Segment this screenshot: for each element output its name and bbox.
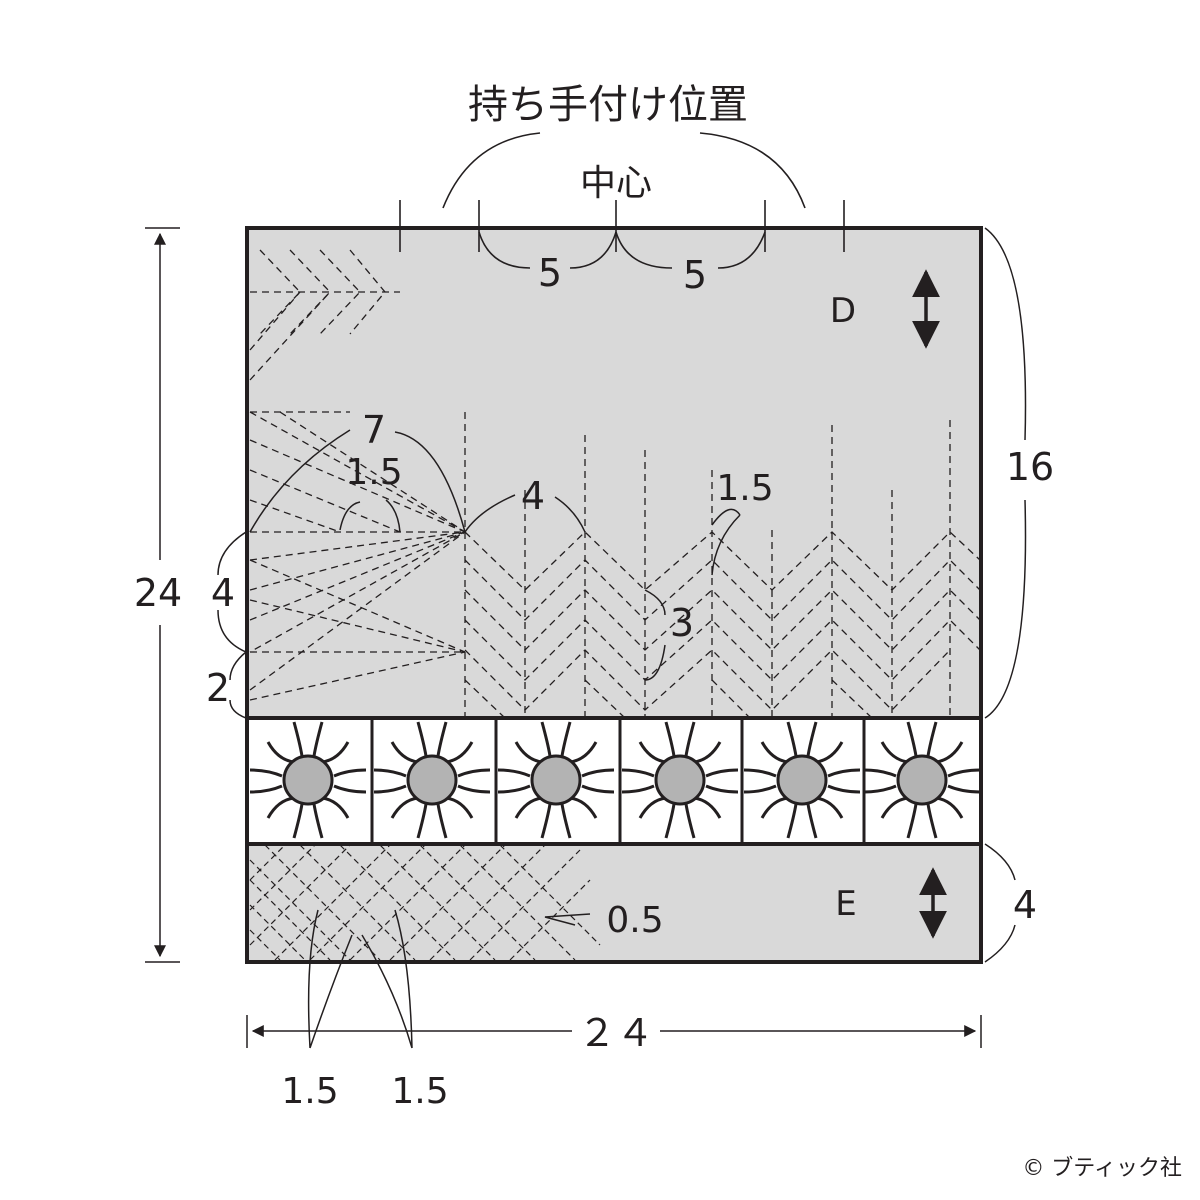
stripe-spacing-label: 1.5 — [716, 468, 773, 509]
cross-gap-label: 0.5 — [606, 900, 663, 941]
center-label: 中心 — [580, 163, 652, 204]
flower-motif — [497, 721, 615, 839]
chevron-width-label: 7 — [362, 408, 386, 452]
chevron-spacing-label: 1.5 — [345, 452, 402, 493]
flower-motifs — [249, 721, 981, 839]
handle-position-title: 持ち手付け位置 — [468, 82, 748, 128]
flower-motif — [743, 721, 861, 839]
total-height-label: 24 — [134, 571, 182, 615]
chevron-offset-label: 2 — [206, 666, 230, 710]
stripe-width-label: 4 — [521, 474, 545, 518]
lower-height-label: 4 — [1013, 883, 1037, 927]
panel-e-label: E — [835, 884, 856, 924]
cross-spacing-label-a: 1.5 — [281, 1071, 338, 1112]
handle-dim-right: 5 — [683, 253, 707, 297]
total-width-label: ２４ — [578, 1011, 654, 1055]
flower-motif — [249, 721, 367, 839]
handle-dim-left: 5 — [538, 251, 562, 295]
upper-height-label: 16 — [1006, 445, 1054, 489]
flower-motif — [373, 721, 491, 839]
panel-lower — [245, 842, 983, 964]
publisher-credit: © ブティック社 — [1022, 1156, 1182, 1181]
upper-stitch-pattern — [249, 249, 981, 718]
cross-spacing-label-b: 1.5 — [391, 1071, 448, 1112]
flower-band — [245, 716, 983, 846]
flower-motif — [621, 721, 739, 839]
panel-upper — [245, 226, 983, 720]
dimension-lines — [145, 227, 1027, 1049]
panel-d-label: D — [830, 291, 856, 331]
handle-marks — [399, 132, 845, 269]
flower-band-cells — [370, 718, 866, 844]
stripe-depth-label: 3 — [670, 601, 694, 645]
lower-stitch-pattern — [249, 844, 601, 961]
flower-motif — [863, 721, 981, 839]
chevron-height-label: 4 — [211, 571, 235, 615]
